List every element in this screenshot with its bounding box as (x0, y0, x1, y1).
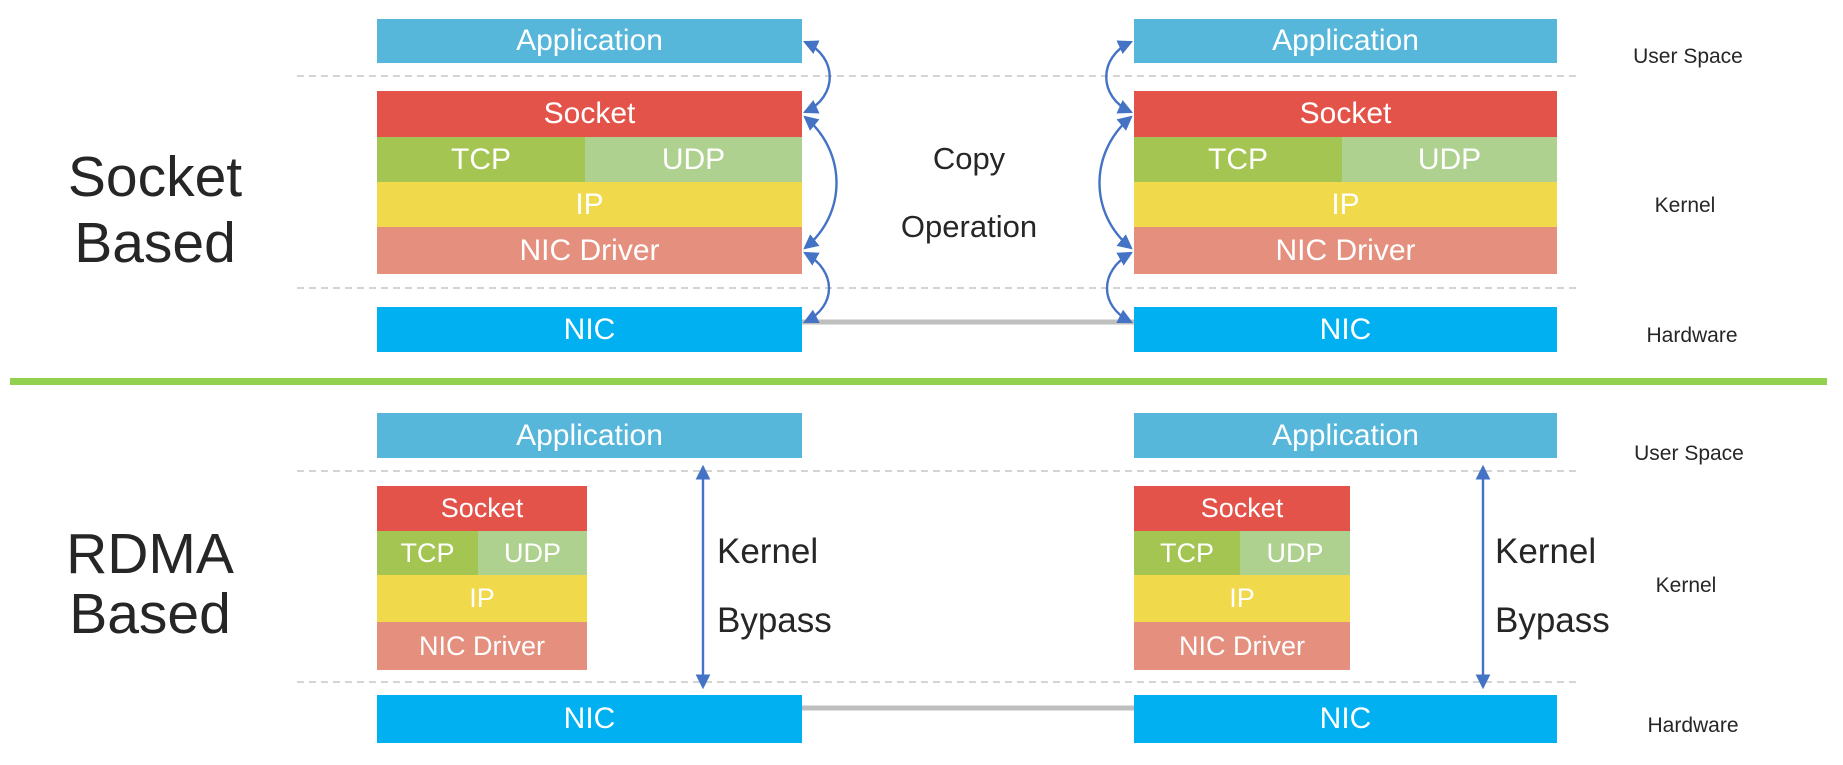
copy-arrow-driver-nic-left-icon (803, 251, 831, 324)
tcp-layer: TCP (377, 137, 585, 182)
socket-based-title-line1: Socket (67, 145, 243, 209)
kernel-bypass-left-line1: Kernel (717, 532, 819, 571)
zone-label-user-space: User Space (1634, 442, 1744, 465)
ip-layer: IP (1134, 182, 1557, 227)
zone-label-hardware: Hardware (1646, 324, 1738, 347)
application-layer: Application (377, 413, 802, 458)
kernel-bypass-left-line2: Bypass (717, 601, 832, 640)
zone-label-hardware: Hardware (1647, 714, 1739, 737)
tcp-layer: TCP (377, 531, 478, 575)
copy-arrow-app-socket-right-icon (1105, 40, 1134, 114)
section-divider-line (10, 378, 1827, 385)
tcp-layer: TCP (1134, 137, 1342, 182)
copy-arrow-socket-driver-right-icon (1098, 115, 1133, 250)
socket-layer: Socket (1134, 91, 1557, 137)
socket-based-title: Socket Based (40, 144, 270, 276)
nic-layer: NIC (377, 695, 802, 743)
socket-layer: Socket (1134, 486, 1350, 531)
kernel-bypass-right-line1: Kernel (1495, 532, 1597, 571)
application-layer: Application (1134, 19, 1557, 63)
copy-operation-line1: Copy (932, 141, 1006, 176)
nic-layer: NIC (377, 307, 802, 352)
application-layer: Application (377, 19, 802, 63)
ip-layer: IP (377, 182, 802, 227)
nic-driver-layer: NIC Driver (377, 622, 587, 670)
ip-layer: IP (1134, 575, 1350, 622)
application-layer: Application (1134, 413, 1557, 458)
socket-layer: Socket (377, 486, 587, 531)
nic-layer: NIC (1134, 307, 1557, 352)
nic-layer: NIC (1134, 695, 1557, 743)
rdma-based-title: RDMA Based (35, 524, 265, 644)
rdma-based-title-line1: RDMA (66, 522, 234, 586)
udp-layer: UDP (1342, 137, 1557, 182)
copy-operation-annotation: Copy Operation (849, 125, 1089, 261)
udp-layer: UDP (478, 531, 587, 575)
copy-operation-line2: Operation (900, 209, 1038, 244)
tcp-layer: TCP (1134, 531, 1240, 575)
socket-layer: Socket (377, 91, 802, 137)
kernel-bypass-annotation-left: Kernel Bypass (717, 517, 832, 655)
nic-driver-layer: NIC Driver (1134, 622, 1350, 670)
nic-driver-layer: NIC Driver (1134, 227, 1557, 274)
kernel-bypass-right-line2: Bypass (1495, 601, 1610, 640)
zone-label-kernel: Kernel (1654, 194, 1716, 217)
copy-arrow-app-socket-left-icon (802, 40, 831, 114)
udp-layer: UDP (1240, 531, 1350, 575)
udp-layer: UDP (585, 137, 802, 182)
kernel-bypass-annotation-right: Kernel Bypass (1495, 517, 1610, 655)
zone-label-user-space: User Space (1633, 45, 1743, 68)
socket-based-title-line2: Based (74, 211, 236, 275)
copy-arrow-socket-driver-left-icon (803, 115, 838, 250)
nic-driver-layer: NIC Driver (377, 227, 802, 274)
ip-layer: IP (377, 575, 587, 622)
zone-label-kernel: Kernel (1655, 574, 1717, 597)
copy-arrow-driver-nic-right-icon (1105, 251, 1133, 324)
rdma-based-title-line2: Based (69, 582, 231, 646)
